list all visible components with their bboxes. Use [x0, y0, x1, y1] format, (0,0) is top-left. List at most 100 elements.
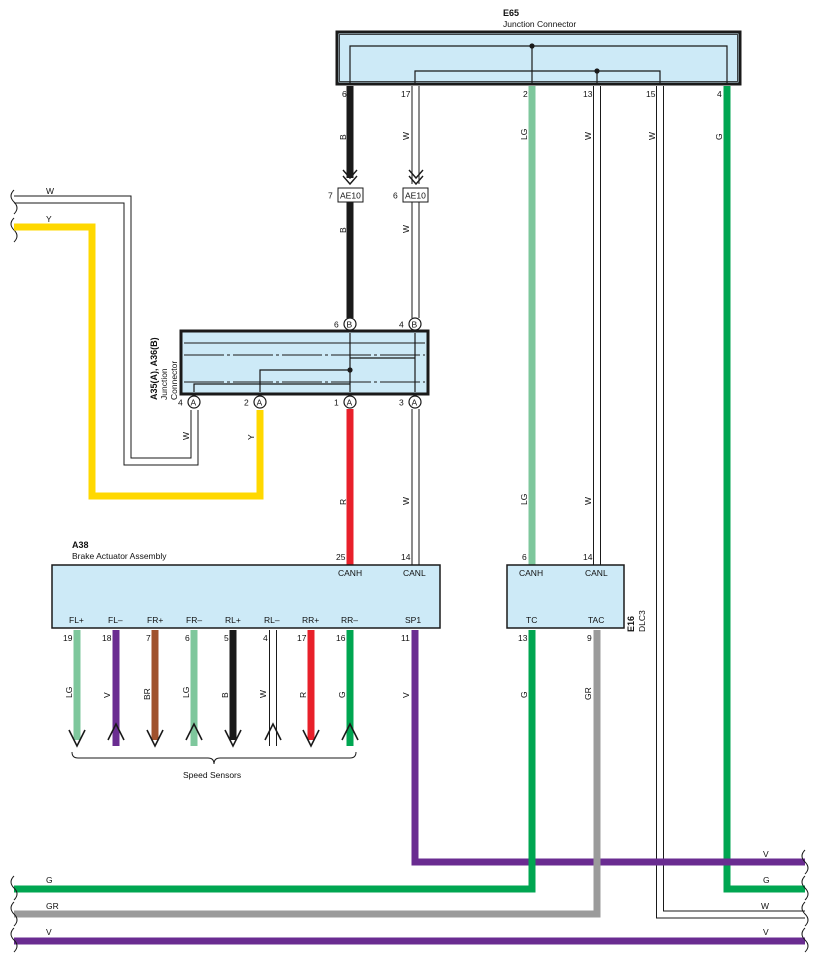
e16-pin-6: 6: [522, 552, 527, 562]
wire-label-sp1-v: V: [401, 692, 411, 698]
wire-label-e65-w2: W: [583, 132, 593, 140]
e16-dlc3[interactable]: [506, 564, 625, 629]
a38-sig-fl-plus: FL+: [69, 615, 84, 625]
e16-canh: CANH: [519, 568, 543, 578]
a35-top-pin-4[interactable]: [408, 317, 422, 331]
a38-sig-fr-minus: FR–: [186, 615, 202, 625]
a35-bottom-pin-3[interactable]: [408, 395, 422, 409]
sensor-wire-rr-minus[interactable]: [341, 630, 359, 746]
bus-label-right-w: W: [761, 901, 769, 911]
sensor-wire-rl-minus[interactable]: [264, 630, 282, 746]
a38-sig-fl-minus: FL–: [108, 615, 123, 625]
arrow-up-icon: [264, 722, 282, 741]
bus-break-right-4-icon: [801, 927, 809, 953]
wire-label-sensor-g: G: [337, 691, 347, 698]
a35-label: A35(A), A36(B): [149, 337, 159, 400]
wire-label-e65-b: B: [338, 134, 348, 140]
wire-label-e16-gr: GR: [583, 687, 593, 700]
wire-label-e65-w3: W: [647, 132, 657, 140]
wire-left-yellow[interactable]: [14, 223, 264, 500]
a35-bottom-pin-2-num: 2: [244, 398, 249, 408]
wire-e65-4-green[interactable]: [723, 86, 805, 893]
a38-pin-5: 5: [224, 633, 229, 643]
wire-label-ae10-b: B: [338, 227, 348, 233]
a35-name-line1: Junction: [159, 368, 169, 400]
a38-pin-17: 17: [297, 633, 307, 643]
a35-bottom-pin-2-conn: A: [257, 398, 263, 408]
a35-bottom-pin-4-num: 4: [178, 398, 183, 408]
wire-e65-15-white[interactable]: [656, 86, 806, 919]
wire-label-a35-r: R: [338, 499, 348, 505]
a35-top-pin-6[interactable]: [343, 317, 357, 331]
ae10-arrow-white-icon: [408, 169, 424, 180]
sensor-wire-fr-minus[interactable]: [185, 630, 203, 746]
a38-brake-actuator[interactable]: [51, 564, 441, 629]
arrow-up-icon: [185, 722, 203, 741]
a38-sig-rr-plus: RR+: [302, 615, 319, 625]
sensor-wire-fr-plus[interactable]: [146, 630, 164, 748]
e65-junction-connector[interactable]: [335, 30, 742, 86]
bus-label-right-v2: V: [763, 927, 769, 937]
e16-tc: TC: [526, 615, 537, 625]
a38-canl: CANL: [403, 568, 426, 578]
e65-pin-4: 4: [717, 89, 722, 99]
a38-sig-rl-minus: RL–: [264, 615, 280, 625]
a38-pin-19: 19: [63, 633, 73, 643]
a35-bottom-pin-3-conn: A: [412, 398, 418, 408]
e65-pin-13: 13: [583, 89, 593, 99]
a35-bottom-pin-1-conn: A: [347, 398, 353, 408]
wire-sp1-violet[interactable]: [411, 630, 805, 866]
ae10-connector-right[interactable]: AE10: [402, 187, 429, 203]
sensor-wire-fl-plus[interactable]: [68, 630, 86, 748]
a35-bottom-pin-4[interactable]: [187, 395, 201, 409]
ae10-label-left: AE10: [340, 191, 361, 201]
ae10-arrow-black-icon: [342, 169, 358, 180]
wire-label-sensor-b: B: [220, 692, 230, 698]
a35-top-pin-4-conn: B: [412, 320, 418, 330]
wire-label-sensor-lg1: LG: [64, 687, 74, 698]
wire-label-a35-w: W: [181, 432, 191, 440]
ae10-connector-left[interactable]: AE10: [337, 187, 364, 203]
e16-name: DLC3: [637, 610, 647, 632]
bus-break-left-gr-icon: [10, 901, 18, 927]
wire-label-a35-y: Y: [246, 434, 256, 440]
wire-label-sensor-br: BR: [142, 688, 152, 700]
wire-left-white[interactable]: [14, 195, 192, 459]
e16-id: E16: [626, 616, 636, 632]
wire-label-e16-w: W: [583, 497, 593, 505]
bus-label-left-gr: GR: [46, 901, 59, 911]
wire-label-e65-w: W: [401, 132, 411, 140]
wire-label-ae10-w: W: [401, 225, 411, 233]
wire-label-left-w: W: [46, 186, 54, 196]
speed-sensors-label: Speed Sensors: [183, 770, 241, 780]
arrow-up-icon: [107, 722, 125, 741]
ae10-label-right: AE10: [405, 191, 426, 201]
arrow-up-icon: [341, 722, 359, 741]
bus-label-right-v: V: [763, 849, 769, 859]
wire-label-e16-g: G: [519, 691, 529, 698]
sensor-wire-rl-plus[interactable]: [224, 630, 242, 748]
a35-bottom-pin-2[interactable]: [253, 395, 267, 409]
a35-top-pin-4-num: 4: [399, 320, 404, 330]
a38-pin-18: 18: [102, 633, 112, 643]
e65-pin-15: 15: [646, 89, 656, 99]
wire-label-sensor-lg2: LG: [181, 687, 191, 698]
a38-pin-25: 25: [336, 552, 346, 562]
a38-sig-rl-plus: RL+: [225, 615, 241, 625]
e16-canl: CANL: [585, 568, 608, 578]
a35-name-line2: Connector: [169, 361, 179, 400]
a35-top-pin-6-conn: B: [347, 320, 353, 330]
sensor-wire-rr-plus[interactable]: [302, 630, 320, 748]
wire-label-e65-g: G: [714, 133, 724, 140]
bus-break-right-2-icon: [801, 875, 809, 901]
wire-e16-tc-green[interactable]: [14, 630, 536, 893]
sensor-wire-fl-minus[interactable]: [107, 630, 125, 746]
a35-bottom-pin-1[interactable]: [343, 395, 357, 409]
a35-bottom-pin-3-num: 3: [399, 398, 404, 408]
wire-e16-tac-gray[interactable]: [14, 630, 601, 918]
arrow-down-icon: [302, 729, 320, 748]
wire-label-a35-w2: W: [401, 497, 411, 505]
bus-label-left-v: V: [46, 927, 52, 937]
a35-a36-junction-connector[interactable]: [179, 329, 430, 396]
